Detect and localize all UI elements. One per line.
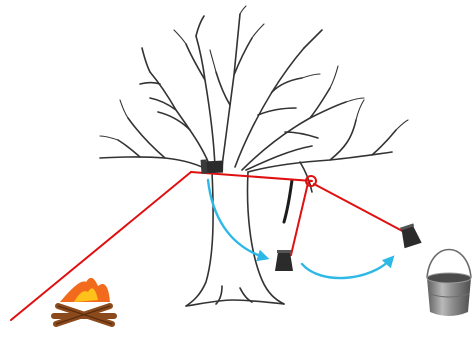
arrow-hanging-to-bucket bbox=[302, 258, 392, 278]
motion-arrows bbox=[208, 180, 392, 278]
cup-right bbox=[398, 223, 422, 249]
metal-bucket-icon bbox=[427, 250, 471, 317]
rope-down-right bbox=[314, 184, 408, 234]
rope-along-branch bbox=[191, 172, 312, 181]
cup-hanging bbox=[275, 250, 293, 271]
cup-on-branch bbox=[200, 157, 225, 176]
campfire-icon bbox=[54, 278, 114, 324]
bare-tree-icon bbox=[100, 6, 408, 306]
rope-down-left bbox=[291, 183, 308, 255]
tree-branches bbox=[100, 14, 396, 192]
tree-branch-shadow bbox=[284, 180, 292, 222]
tree-twigs bbox=[100, 6, 408, 140]
arrow-branch-to-hanging bbox=[208, 180, 266, 258]
